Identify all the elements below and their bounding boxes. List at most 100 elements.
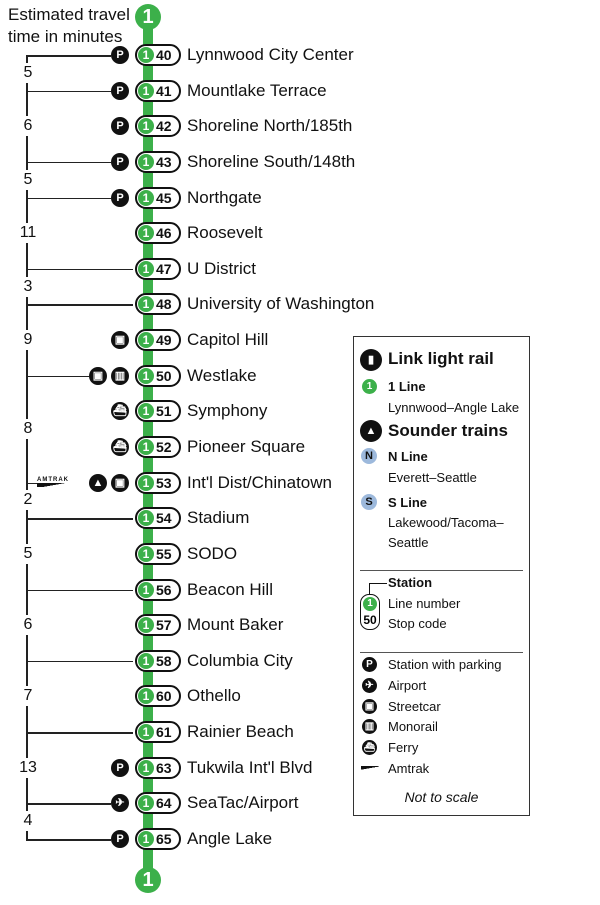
travel-time-connector <box>26 518 133 520</box>
travel-time-connector <box>26 803 111 805</box>
parking-icon: P <box>111 46 129 64</box>
stop-code: 54 <box>156 510 172 527</box>
station-name: SODO <box>187 543 238 563</box>
travel-time-label: 5 <box>14 169 42 190</box>
heading-line-2: time in minutes <box>8 27 123 46</box>
station-name: University of Washington <box>187 294 375 314</box>
stop-code: 57 <box>156 617 172 634</box>
line-1-badge: 1 <box>138 474 154 491</box>
travel-time-axis <box>26 55 28 840</box>
line-1-badge: 1 <box>138 439 154 455</box>
n-line-badge: N <box>361 448 377 464</box>
line-1-top-badge: 1 <box>135 4 161 30</box>
travel-time-heading: Estimated travel time in minutes <box>8 4 130 48</box>
station-pointer-h <box>369 583 387 584</box>
parking-icon: P <box>111 758 129 777</box>
line-1-badge: 1 <box>138 47 154 63</box>
stop-code: 58 <box>156 652 172 669</box>
monorail-icon: ▥ <box>362 719 377 734</box>
line-1-badge: 1 <box>138 260 154 277</box>
legend-sounder-title: Sounder trains <box>388 421 508 440</box>
line-1-badge: 1 <box>138 831 154 847</box>
line-1-icon: 1 <box>362 379 377 394</box>
stop-code: 52 <box>156 439 172 455</box>
legend-amtrak: Amtrak <box>388 761 430 776</box>
legend-n-desc: Everett–Seattle <box>388 470 477 485</box>
legend-n-label: N Line <box>388 449 428 464</box>
travel-time-connector <box>26 90 111 93</box>
legend-monorail: Monorail <box>388 719 438 734</box>
travel-time-label: 8 <box>14 419 42 440</box>
stop-code: 55 <box>156 545 172 562</box>
legend-line1-desc: Lynnwood–Angle Lake <box>388 400 520 415</box>
travel-time-label: 3 <box>14 276 42 297</box>
not-to-scale-note: Not to scale <box>404 789 479 805</box>
station-name: Shoreline South/148th <box>187 151 356 171</box>
line-1-bottom-badge: 1 <box>135 867 161 893</box>
travel-time-label: 5 <box>14 543 42 564</box>
line-1-badge: 1 <box>138 225 154 242</box>
station-name: Mount Baker <box>187 615 284 635</box>
travel-time-label: 5 <box>14 62 42 83</box>
travel-time-connector <box>26 268 133 271</box>
line-1-badge: 1 <box>138 688 154 705</box>
line-1-badge: 1 <box>138 118 154 135</box>
stop-code: 46 <box>156 225 172 242</box>
station-name: Westlake <box>187 365 257 385</box>
parking-icon: P <box>111 188 129 207</box>
stop-code: 51 <box>156 403 172 420</box>
streetcar-icon: ▣ <box>89 366 107 385</box>
line-1-badge: 1 <box>138 581 154 598</box>
station-name: SeaTac/Airport <box>187 793 299 813</box>
sounder-icon: ▲ <box>89 473 107 492</box>
travel-time-connector <box>26 197 111 200</box>
legend-divider-2 <box>360 652 523 653</box>
station-name: Angle Lake <box>187 829 273 848</box>
legend-link-title: Link light rail <box>388 349 494 368</box>
travel-time-label: 6 <box>14 116 42 137</box>
stop-code: 61 <box>156 724 172 741</box>
stop-code: 40 <box>156 47 172 63</box>
travel-time-connector <box>26 304 133 306</box>
line-1-badge: 1 <box>138 510 154 527</box>
stop-code: 60 <box>156 688 172 705</box>
stop-code: 48 <box>156 296 172 313</box>
station-name: Int'l Dist/Chinatown <box>187 472 332 492</box>
ferry-icon: ⛴ <box>111 438 129 456</box>
airport-icon: ✈ <box>362 678 377 693</box>
legend-divider <box>360 570 523 571</box>
legend-s-desc-2: Seattle <box>388 535 429 550</box>
legend-station: Station <box>388 575 433 590</box>
legend-s-label: S Line <box>388 495 428 510</box>
parking-icon: P <box>111 830 129 848</box>
stop-code: 63 <box>156 759 172 776</box>
parking-icon: P <box>111 81 129 100</box>
station-name: Northgate <box>187 187 262 207</box>
travel-time-label: 4 <box>14 811 42 832</box>
streetcar-icon: ▣ <box>362 699 377 714</box>
travel-time-connector <box>26 55 111 57</box>
legend-line1-label: 1 Line <box>388 379 426 394</box>
stop-code: 56 <box>156 581 172 598</box>
line-1-badge: 1 <box>138 652 154 669</box>
stop-code: 64 <box>156 795 172 812</box>
legend-streetcar: Streetcar <box>388 699 441 714</box>
line-1-badge: 1 <box>138 795 154 812</box>
travel-time-label: 2 <box>14 490 42 511</box>
stop-code: 42 <box>156 118 172 135</box>
monorail-icon: ▥ <box>111 366 129 385</box>
amtrak-stripes <box>37 482 85 487</box>
s-line-badge: S <box>361 494 377 510</box>
station-name: Beacon Hill <box>187 579 273 599</box>
station-name: Tukwila Int'l Blvd <box>187 757 313 777</box>
station-name: Othello <box>187 686 241 706</box>
line-1-badge: 1 <box>138 189 154 206</box>
sample-line-badge: 1 <box>363 597 377 611</box>
